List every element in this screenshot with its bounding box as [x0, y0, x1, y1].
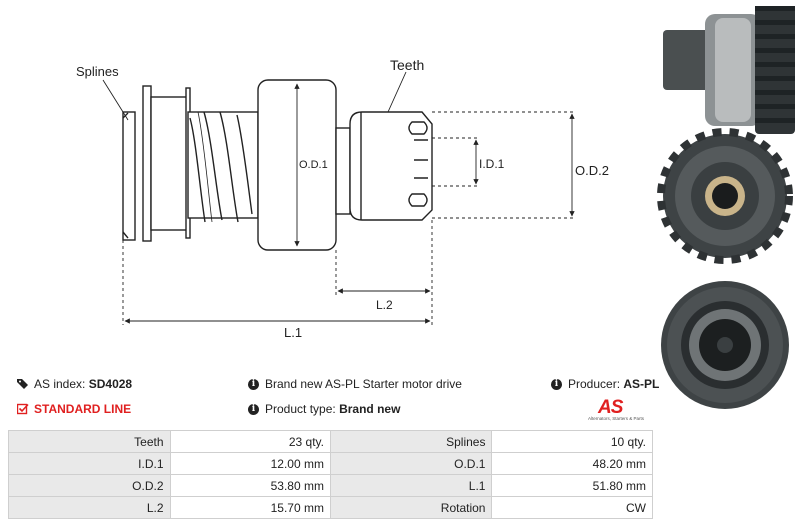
specifications-table: Teeth 23 qty. Splines 10 qty. I.D.1 12.0… [8, 430, 653, 519]
as-index: AS index: SD4028 [17, 377, 132, 391]
spec-label: O.D.2 [8, 474, 171, 497]
as-index-value: SD4028 [88, 377, 133, 391]
tag-icon [17, 378, 29, 390]
spec-label: L.1 [329, 474, 493, 497]
technical-drawing: Splines Teeth O.D.1 I.D.1 O.D.2 L.2 L.1 [76, 57, 609, 340]
table-row: I.D.1 12.00 mm O.D.1 48.20 mm [8, 452, 653, 475]
producer-value: AS-PL [623, 377, 660, 391]
collar [150, 96, 189, 231]
label-id1: I.D.1 [479, 157, 505, 171]
spec-label: Rotation [329, 496, 493, 519]
description-text: Brand new AS-PL Starter motor drive [265, 377, 462, 391]
spec-value: 48.20 mm [491, 452, 653, 475]
logo-tagline: Alternators, Starters & Parts [588, 416, 645, 421]
flange-plate [142, 85, 152, 242]
spec-value: 12.00 mm [169, 452, 331, 475]
side-view-photo [663, 6, 795, 134]
spec-label: I.D.1 [8, 452, 171, 475]
spec-value: CW [491, 496, 653, 519]
spline-hub [122, 111, 136, 241]
as-pl-logo: AS Alternators, Starters & Parts [588, 397, 652, 425]
pinion-gear [349, 111, 433, 221]
label-l1: L.1 [284, 325, 302, 340]
as-index-label: AS index: [34, 377, 86, 391]
product-photos [657, 6, 795, 409]
producer: i Producer: AS-PL [551, 377, 659, 391]
standard-line-label: STANDARD LINE [34, 402, 132, 416]
info-icon: i [551, 378, 562, 390]
standard-line: STANDARD LINE [16, 402, 132, 416]
product-type: i Product type: Brand new [248, 402, 400, 416]
table-row: O.D.2 53.80 mm L.1 51.80 mm [8, 474, 653, 497]
spec-label: Splines [329, 430, 493, 453]
description: i Brand new AS-PL Starter motor drive [248, 377, 462, 391]
spec-label: L.2 [8, 496, 171, 519]
product-type-value: Brand new [339, 402, 401, 416]
spec-label: O.D.1 [329, 452, 493, 475]
label-od2: O.D.2 [575, 163, 609, 178]
spec-value: 10 qty. [491, 430, 653, 453]
label-teeth: Teeth [390, 57, 424, 73]
label-od1: O.D.1 [299, 159, 328, 171]
front-gear-photo [657, 128, 793, 264]
spec-value: 15.70 mm [169, 496, 331, 519]
info-icon: i [248, 403, 259, 415]
spec-value: 51.80 mm [491, 474, 653, 497]
table-row: Teeth 23 qty. Splines 10 qty. [8, 430, 653, 453]
checkbox-icon [16, 403, 29, 415]
logo-brand: AS [598, 397, 623, 418]
product-type-label: Product type: [265, 402, 336, 416]
spec-label: Teeth [8, 430, 171, 453]
info-icon: i [248, 378, 259, 390]
rear-view-photo [661, 281, 789, 409]
producer-label: Producer: [568, 377, 621, 391]
label-splines: Splines [76, 64, 119, 79]
label-l2: L.2 [376, 298, 393, 312]
spec-value: 53.80 mm [169, 474, 331, 497]
spec-value: 23 qty. [169, 430, 331, 453]
table-row: L.2 15.70 mm Rotation CW [8, 496, 653, 519]
